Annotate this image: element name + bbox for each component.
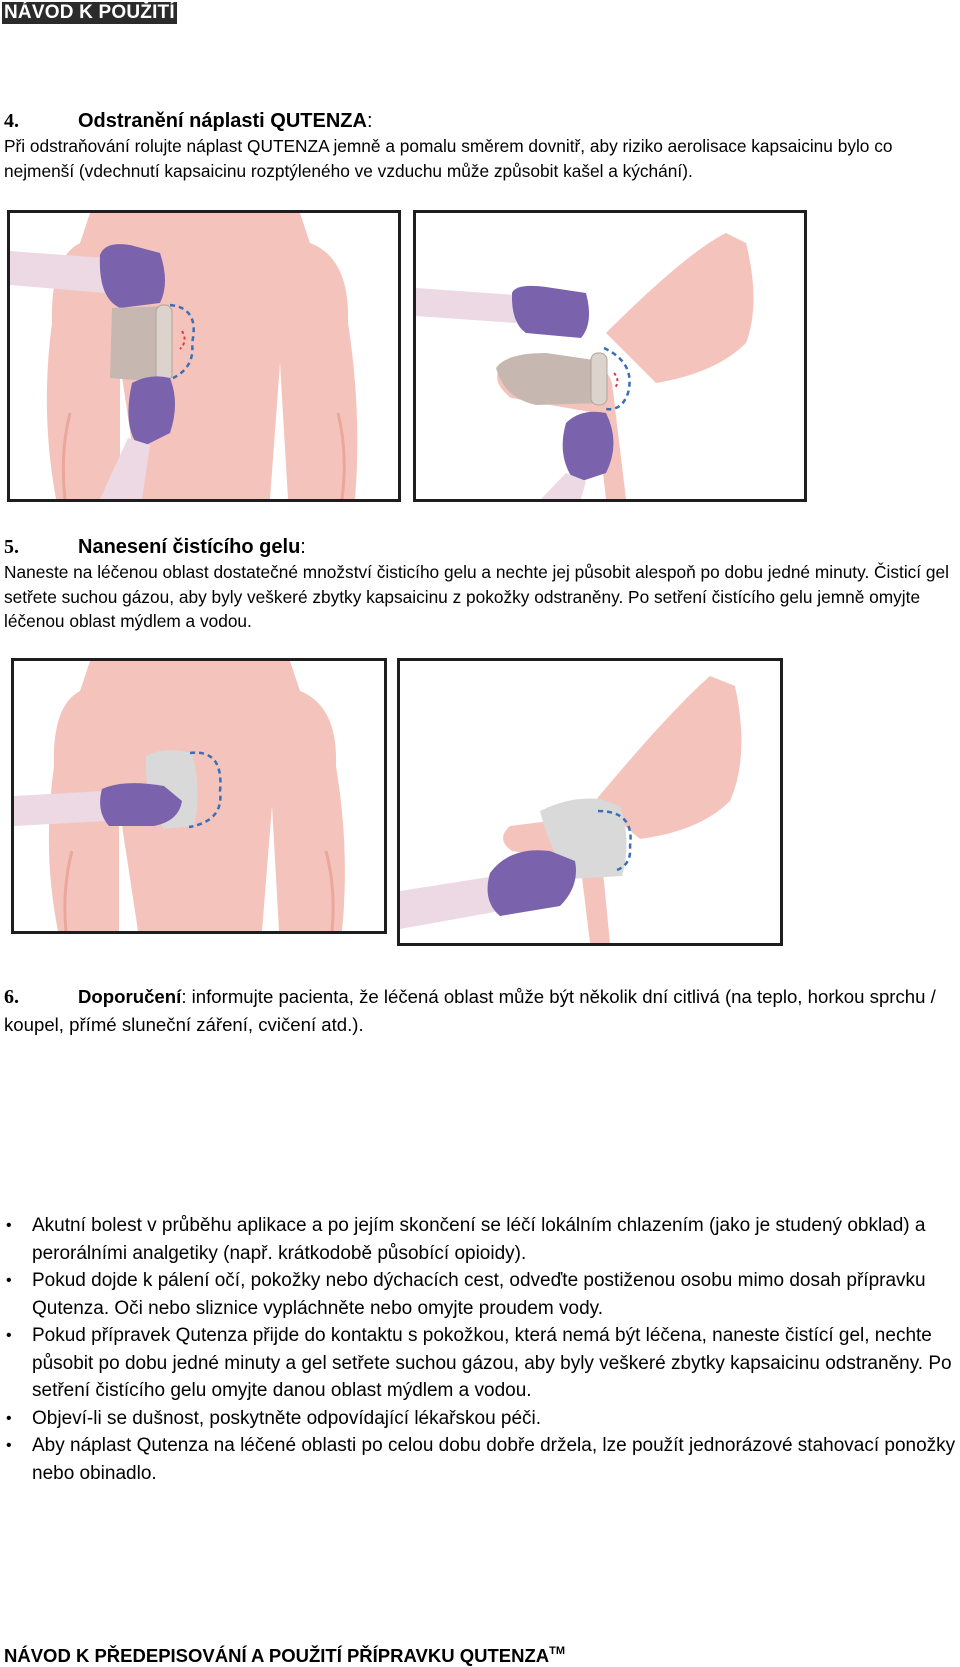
footer-title-text: NÁVOD K PŘEDEPISOVÁNÍ A POUŽITÍ PŘÍPRAVK… bbox=[4, 1645, 550, 1666]
list-item: • Pokud přípravek Qutenza přijde do konta… bbox=[4, 1322, 960, 1405]
bullet-text: Objeví-li se dušnost, poskytněte odpovíd… bbox=[32, 1407, 542, 1429]
section-heading: Odstranění náplasti QUTENZA bbox=[78, 110, 367, 132]
list-item: • Pokud dojde k pálení očí, pokožky nebo … bbox=[4, 1267, 960, 1322]
section-heading: Doporučení bbox=[78, 986, 182, 1007]
list-item: • Akutní bolest v průběhu aplikace a po j… bbox=[4, 1212, 960, 1267]
list-item: • Objeví-li se dušnost, poskytněte odpoví… bbox=[4, 1405, 960, 1433]
trademark-mark: TM bbox=[549, 1645, 565, 1657]
section-4-text: Při odstraňování rolujte náplast QUTENZA… bbox=[4, 136, 893, 181]
section-5: 5. Nanesení čistícího gelu: Naneste na lé… bbox=[4, 534, 950, 634]
bullet-icon: • bbox=[6, 1217, 12, 1234]
list-item: • Aby náplast Qutenza na léčené oblasti p… bbox=[4, 1432, 960, 1487]
torso-patch-removal-illustration bbox=[7, 210, 401, 502]
document-header-tag: NÁVOD K POUŽITÍ bbox=[2, 2, 177, 24]
advice-bullet-list: • Akutní bolest v průběhu aplikace a po j… bbox=[4, 1212, 960, 1487]
section-4: 4. Odstranění náplasti QUTENZA: Při odstr… bbox=[4, 108, 950, 183]
section-number: 6. bbox=[4, 986, 19, 1008]
section-5-title: 5. Nanesení čistícího gelu: bbox=[4, 534, 950, 560]
section-6-text: 6. Doporučení: informujte pacienta, že lé… bbox=[4, 983, 950, 1038]
section-heading: Nanesení čistícího gelu bbox=[78, 536, 301, 558]
foot-patch-removal-illustration bbox=[413, 210, 807, 502]
section-4-title: 4. Odstranění náplasti QUTENZA: bbox=[4, 108, 950, 134]
footer-title: NÁVOD K PŘEDEPISOVÁNÍ A POUŽITÍ PŘÍPRAVK… bbox=[4, 1640, 565, 1667]
section-5-text: Naneste na léčenou oblast dostatečné mno… bbox=[4, 562, 949, 631]
foot-gel-cleaning-illustration bbox=[397, 658, 783, 946]
heading-colon: : bbox=[300, 536, 306, 558]
section-number: 4. bbox=[4, 110, 19, 132]
bullet-icon: • bbox=[6, 1437, 12, 1454]
torso-gel-cleaning-illustration bbox=[11, 658, 387, 934]
bullet-icon: • bbox=[6, 1409, 12, 1427]
bullet-text: Pokud přípravek Qutenza přijde do kontak… bbox=[32, 1325, 952, 1401]
section-number: 5. bbox=[4, 536, 19, 558]
bullet-text: Pokud dojde k pálení očí, pokožky nebo d… bbox=[32, 1270, 926, 1319]
bullet-icon: • bbox=[6, 1327, 12, 1344]
heading-colon: : bbox=[366, 110, 373, 132]
section-6-body: : informujte pacienta, že léčená oblast … bbox=[4, 986, 936, 1035]
section-6: 6. Doporučení: informujte pacienta, že lé… bbox=[4, 983, 950, 1038]
bullet-icon: • bbox=[6, 1272, 12, 1289]
bullet-text: Akutní bolest v průběhu aplikace a po je… bbox=[32, 1215, 926, 1264]
bullet-text: Aby náplast Qutenza na léčené oblasti po… bbox=[32, 1435, 956, 1484]
